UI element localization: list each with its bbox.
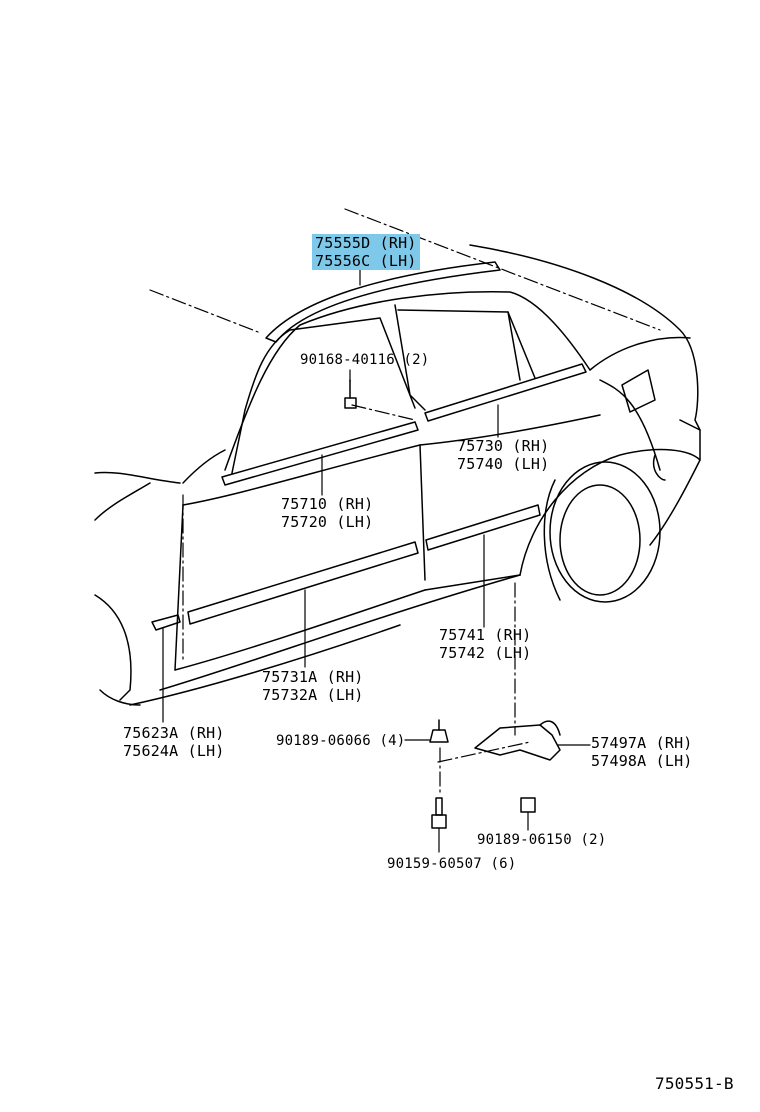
label-bolt-text: 90159-60507 (6)	[387, 856, 517, 872]
label-front-side-rh: 75731A (RH)	[262, 668, 364, 686]
label-clip-top-text: 90168-40116 (2)	[300, 352, 430, 368]
label-rear-side-lh: 75742 (LH)	[439, 644, 532, 662]
label-front-belt-rh: 75710 (RH)	[281, 495, 374, 513]
label-rear-side-molding: 75741 (RH) 75742 (LH)	[439, 626, 531, 662]
belt-molding-parts	[221, 363, 587, 486]
label-nut: 90189-06066 (4)	[276, 732, 405, 750]
label-roof-molding-lh: 75556C (LH)	[312, 252, 420, 270]
side-molding-parts	[151, 504, 541, 631]
label-fender-molding: 75623A (RH) 75624A (LH)	[123, 724, 225, 760]
label-clip-bottom: 90189-06150 (2)	[477, 831, 606, 849]
leader-lines	[162, 369, 591, 853]
label-front-side-lh: 75732A (LH)	[262, 686, 364, 704]
label-rear-belt-rh: 75730 (RH)	[457, 437, 550, 455]
label-roof-molding: 75555D (RH) 75556C (LH)	[312, 234, 420, 270]
label-clip-bottom-text: 90189-06150 (2)	[477, 832, 607, 848]
label-bracket-lh: 57498A (LH)	[591, 752, 693, 770]
label-rear-side-rh: 75741 (RH)	[439, 626, 532, 644]
label-bracket-rh: 57497A (RH)	[591, 734, 693, 752]
label-front-side-molding: 75731A (RH) 75732A (LH)	[262, 668, 364, 704]
label-front-belt-lh: 75720 (LH)	[281, 513, 374, 531]
figure-id: 750551-B	[655, 1075, 734, 1093]
label-rear-belt-molding: 75730 (RH) 75740 (LH)	[457, 437, 549, 473]
label-nut-text: 90189-06066 (4)	[276, 733, 406, 749]
phantom-outline	[149, 208, 661, 796]
label-bracket: 57497A (RH) 57498A (LH)	[591, 734, 693, 770]
label-rear-belt-lh: 75740 (LH)	[457, 455, 550, 473]
figure-id-text: 750551-B	[655, 1074, 734, 1093]
label-fender-rh: 75623A (RH)	[123, 724, 225, 742]
label-roof-molding-rh: 75555D (RH)	[312, 234, 420, 252]
label-clip-top: 90168-40116 (2)	[300, 351, 429, 369]
label-fender-lh: 75624A (LH)	[123, 742, 225, 760]
fastener-parts	[344, 379, 561, 829]
label-front-belt-molding: 75710 (RH) 75720 (LH)	[281, 495, 373, 531]
label-bolt: 90159-60507 (6)	[387, 855, 516, 873]
car-body-outline	[94, 244, 701, 706]
